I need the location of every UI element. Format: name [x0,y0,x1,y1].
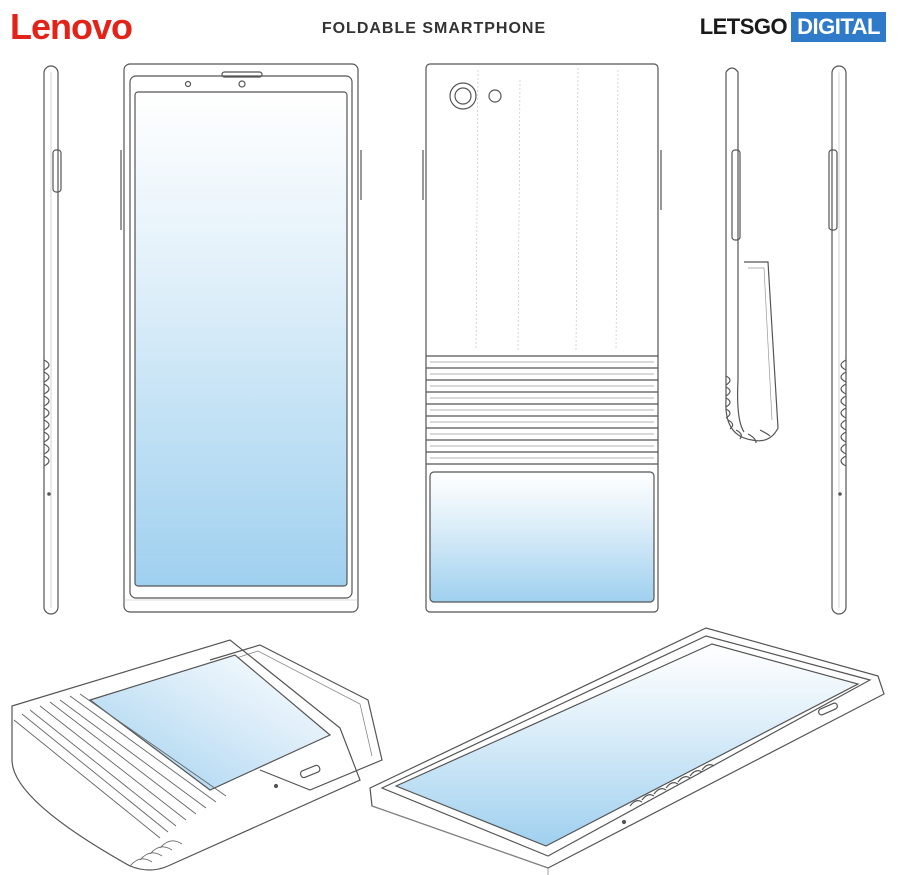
logo-part-digital: DIGITAL [791,12,886,42]
logo-part-letsgo: LETSGO [699,14,788,39]
hinge-segments-left [43,359,50,467]
letsgodigital-logo: LETSGO DIGITAL [700,12,886,42]
side-view-left [43,65,62,615]
perspective-unfolded [369,627,885,875]
side-view-folded [725,67,779,444]
front-view [120,63,362,613]
hinge-bumps-unfolded [629,764,715,807]
page-title: FOLDABLE SMARTPHONE [321,20,547,37]
hinge-ridges-back [426,355,658,465]
back-view [422,63,662,613]
lenovo-logo: Lenovo [10,6,133,47]
perspective-folded [11,639,383,871]
hinge-segments-right [840,359,847,467]
side-view-right [828,65,847,615]
hinge-curve-folded [725,375,771,444]
hinge-ridges-perspective [13,693,227,867]
